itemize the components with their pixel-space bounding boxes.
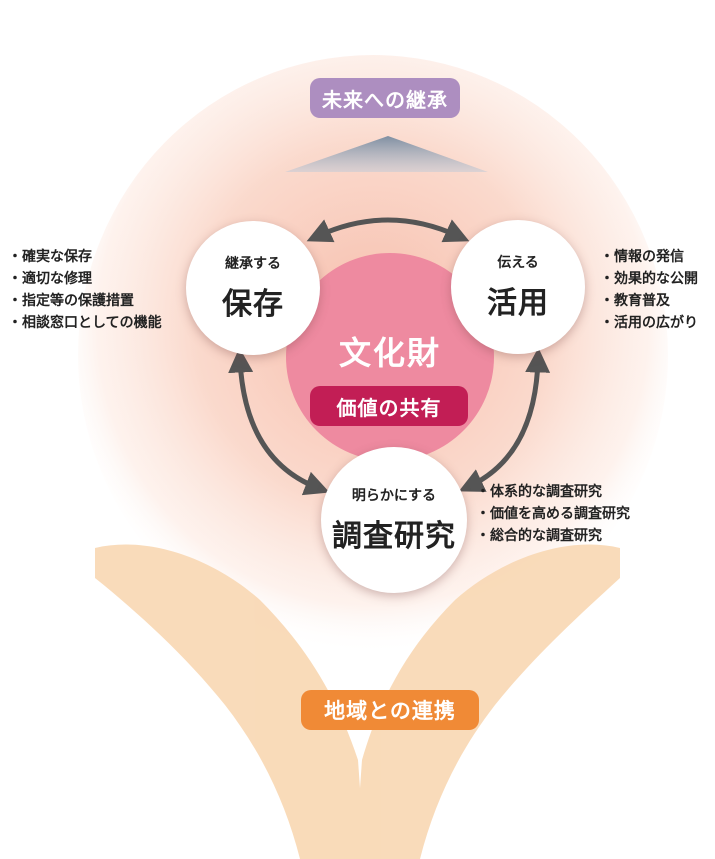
list-item: 総合的な調査研究 [476,525,630,547]
future-inheritance-banner: 未来への継承 [310,78,460,118]
preservation-list: 確実な保存 適切な修理 指定等の保護措置 相談窓口としての機能 [8,246,162,334]
hands-illustration [95,544,620,859]
arrow-utilize-research [458,347,551,492]
list-item: 情報の発信 [600,246,698,268]
list-item: 教育普及 [600,290,698,312]
cultural-property-title: 文化財 [338,334,441,372]
preservation-title: 保存 [222,287,284,322]
utilization-node: 伝える 活用 [451,220,585,354]
regional-collaboration-banner: 地域との連携 [301,690,479,730]
preservation-subtitle: 継承する [225,256,281,272]
arrow-preserve-utilize [306,217,470,243]
list-item: 適切な修理 [8,268,162,290]
utilization-list: 情報の発信 効果的な公開 教育普及 活用の広がり [600,246,698,334]
preservation-node: 継承する 保存 [186,221,320,355]
arrow-preserve-research [228,347,330,496]
research-node: 明らかにする 調査研究 [321,447,467,593]
list-item: 効果的な公開 [600,268,698,290]
research-list: 体系的な調査研究 価値を高める調査研究 総合的な調査研究 [476,481,630,547]
research-title: 調査研究 [332,519,456,554]
list-item: 相談窓口としての機能 [8,312,162,334]
research-subtitle: 明らかにする [351,488,437,504]
utilization-title: 活用 [487,286,549,321]
utilization-subtitle: 伝える [497,255,539,271]
list-item: 体系的な調査研究 [476,481,630,503]
list-item: 指定等の保護措置 [8,290,162,312]
peak-arrow [285,136,488,172]
list-item: 価値を高める調査研究 [476,503,630,525]
list-item: 活用の広がり [600,312,698,334]
shared-value-badge: 価値の共有 [310,386,468,426]
list-item: 確実な保存 [8,246,162,268]
